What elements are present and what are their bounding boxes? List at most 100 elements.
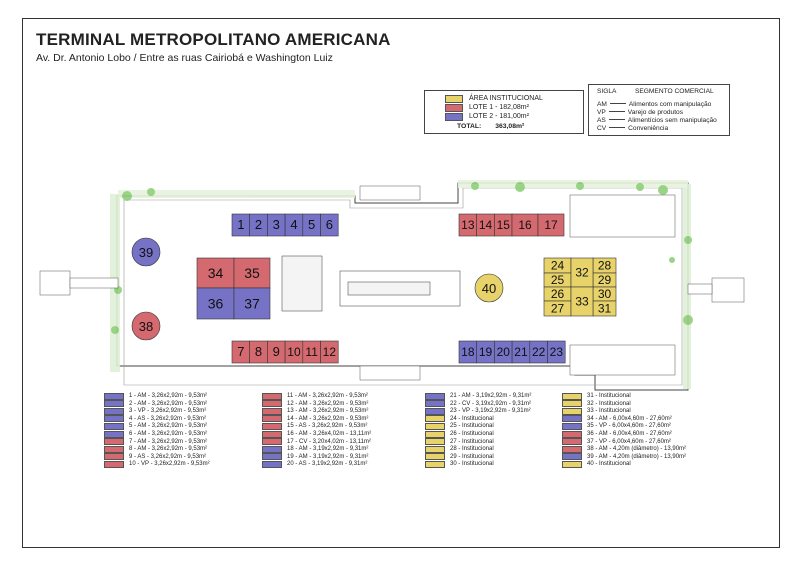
unit-39-label: 39 [139,245,153,260]
key-entry: 17 - CV - 3,20x4,02m - 13,11m² [262,438,371,446]
unit-10-label: 10 [287,345,301,359]
legend-total: TOTAL: 363,08m² [457,123,524,130]
unit-18-label: 18 [461,345,475,359]
unit-1-label: 1 [237,217,244,232]
key-text: 33 - Institucional [587,408,631,415]
legend-label: ÁREA INSTITUCIONAL [469,95,543,102]
toilets [569,194,676,376]
key-text: 5 - AM - 3,26x2,92m - 9,53m² [129,423,208,430]
key-text: 21 - AM - 3,19x2,92m - 9,31m² [450,393,532,399]
key-entry: 29 - Institucional [425,453,494,461]
key-swatch [262,445,282,453]
key-entry: 25 - Institucional [425,422,494,430]
key-text: 38 - AM - 4,20m (diâmetro) - 13,90m² [587,446,687,453]
sigla-line [608,110,625,112]
unit-23-label: 23 [550,345,564,359]
sigla-line [609,126,626,128]
sigla-desc: Alimentícios sem manipulação [627,117,717,124]
key-entry: 37 - VP - 6,00x4,60m - 27,60m² [562,438,671,446]
legend-label: LOTE 2 - 181,00m² [469,113,529,120]
key-text: 35 - VP - 6,00x4,60m - 27,60m² [587,423,671,430]
key-text: 37 - VP - 6,00x4,60m - 27,60m² [587,438,671,445]
unit-7-label: 7 [237,344,244,359]
key-swatch [425,445,445,453]
key-entry: 10 - VP - 3,26x2,92m - 9,53m² [104,460,210,468]
key-swatch [262,460,282,468]
unit-34-label: 34 [208,265,224,281]
key-swatch [425,430,445,438]
key-swatch [425,422,445,430]
sigla-code: AS [597,117,606,124]
unit-35-box [233,257,271,289]
key-swatch [425,407,445,415]
key-text: 25 - Institucional [450,423,494,430]
unit-5-label: 5 [308,217,315,232]
key-swatch [262,430,282,438]
key-entry: 5 - AM - 3,26x2,92m - 9,53m² [104,422,208,430]
key-swatch [562,415,582,423]
key-text: 7 - AM - 3,26x2,92m - 9,53m² [129,438,208,445]
legend-lote2: LOTE 2 - 181,00m² [445,112,529,121]
key-swatch [104,453,124,461]
key-swatch [262,400,282,408]
key-entry: 32 - Institucional [562,400,631,408]
key-entry: 40 - Institucional [562,460,631,468]
key-text: 29 - Institucional [450,453,494,460]
unit-40-box [474,273,504,303]
key-swatch [262,422,282,430]
unit-11-label: 11 [305,345,318,359]
key-swatch [104,460,124,468]
key-entry: 16 - AM - 3,26x4,02m - 13,11m² [262,430,371,438]
sigla-row: AS Alimentícios sem manipulação [597,117,717,124]
key-swatch [104,392,124,400]
key-entry: 6 - AM - 3,26x2,92m - 9,53m² [104,430,208,438]
key-swatch [104,430,124,438]
key-entry: 3 - VP - 3,26x2,92m - 9,53m² [104,407,206,415]
key-text: 20 - AS - 3,19x2,92m - 9,31m² [287,461,368,468]
key-text: 15 - AS - 3,26x2,92m - 9,53m² [287,423,368,430]
unit-17-label: 17 [544,218,558,232]
key-entry: 19 - AM - 3,19x2,92m - 9,31m² [262,453,368,461]
key-swatch [425,415,445,423]
key-entry: 1 - AM - 3,26x2,92m - 9,53m² [104,392,208,400]
sigla-desc: Conveniência [628,125,669,132]
key-swatch [562,392,582,400]
key-entry: 4 - AS - 3,26x2,92m - 9,53m² [104,415,206,423]
key-text: 23 - VP - 3,19x2,92m - 9,31m² [450,408,531,415]
unit-6-label: 6 [326,217,333,232]
key-text: 24 - Institucional [450,415,494,422]
key-text: 17 - CV - 3,20x4,02m - 13,11m² [287,438,371,445]
unit-6-box [320,213,339,237]
key-swatch [262,392,282,400]
key-text: 1 - AM - 3,26x2,92m - 9,53m² [129,393,208,399]
key-swatch [104,422,124,430]
unit-21-label: 21 [514,345,528,359]
sigla-code: CV [597,125,607,132]
key-swatch [562,453,582,461]
key-entry: 22 - CV - 3,19x2,92m - 9,31m² [425,400,531,408]
unit-29-label: 29 [598,273,612,287]
key-text: 12 - AM - 3,26x2,92m - 9,53m² [287,400,369,407]
key-entry: 12 - AM - 3,26x2,92m - 9,53m² [262,400,369,408]
key-text: 8 - AM - 3,26x2,92m - 9,53m² [129,446,208,453]
sigla-code: AM [597,101,607,108]
unit-25-label: 25 [551,273,565,287]
key-swatch [562,430,582,438]
key-text: 2 - AM - 3,26x2,92m - 9,53m² [129,400,208,407]
key-text: 6 - AM - 3,26x2,92m - 9,53m² [129,431,208,437]
key-entry: 14 - AM - 3,26x2,92m - 9,53m² [262,415,368,423]
unit-17-box [537,213,565,237]
unit-14-label: 14 [479,218,493,232]
key-swatch [562,407,582,415]
unit-36-label: 36 [208,296,224,312]
key-text: 13 - AM - 3,26x2,92m - 9,53m² [287,408,369,415]
unit-38-box [131,311,161,341]
segment-header: SEGMENTO COMERCIAL [635,88,714,95]
key-swatch [562,445,582,453]
lote1-swatch [445,103,463,112]
key-entry: 36 - AM - 6,00x4,60m - 27,60m² [562,430,672,438]
unit-37-box [233,287,271,320]
